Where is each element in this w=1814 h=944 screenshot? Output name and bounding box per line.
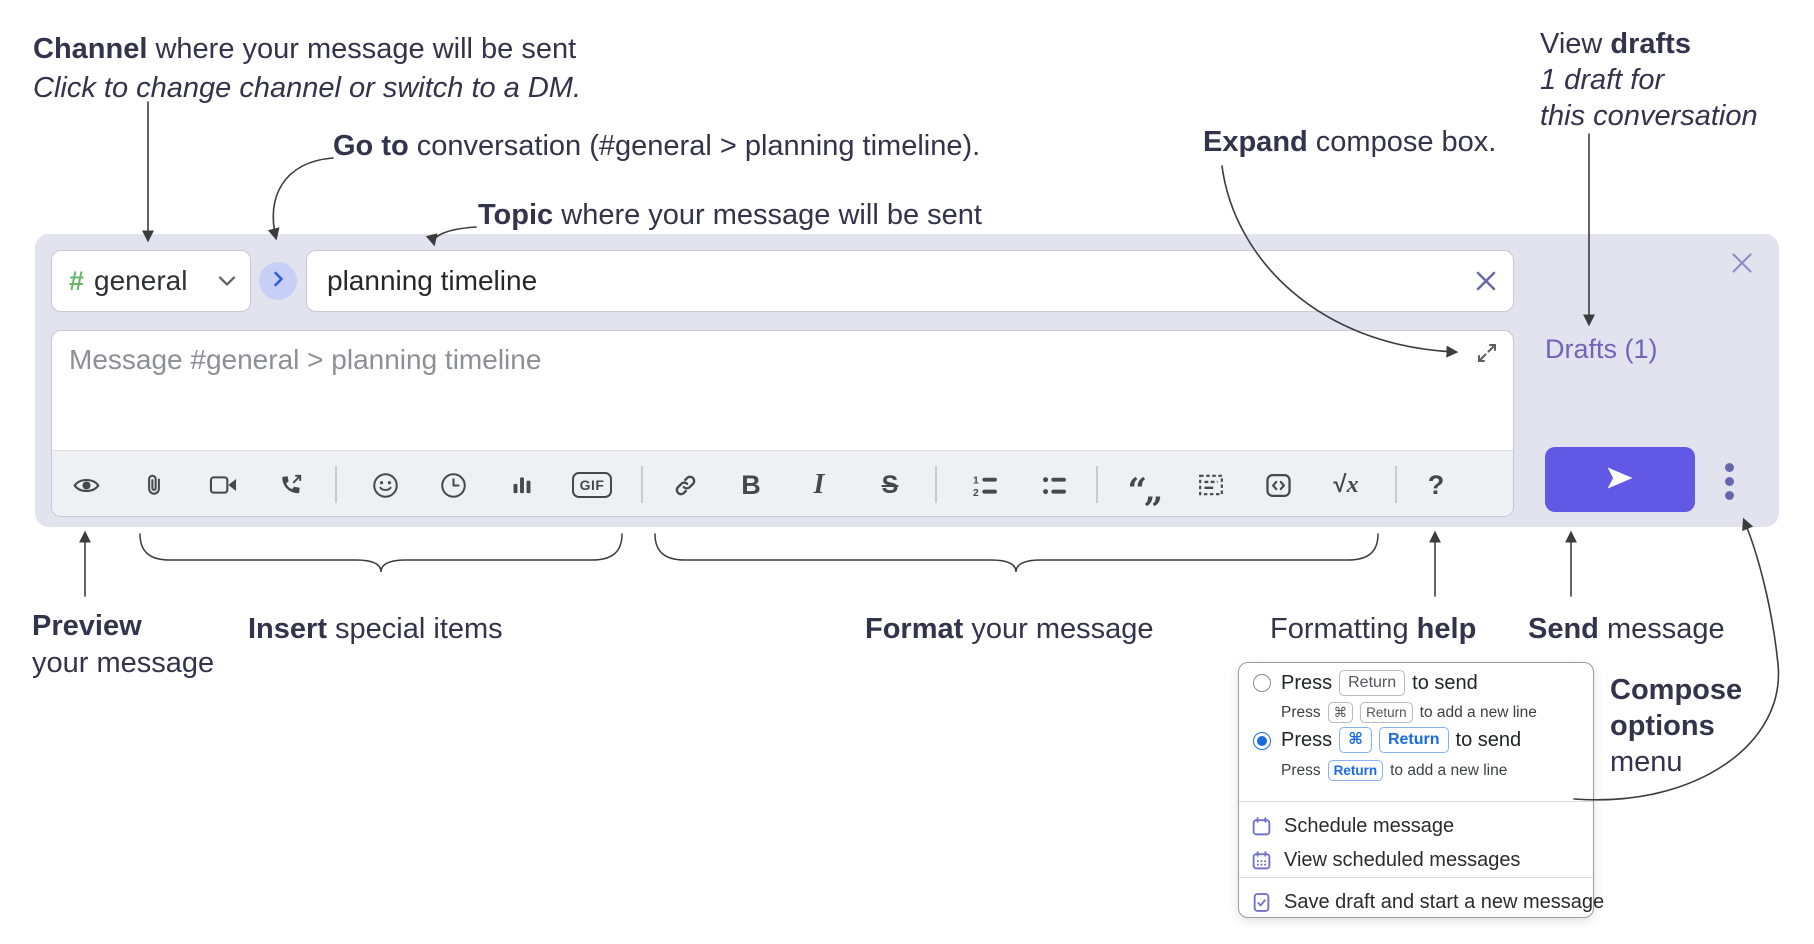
return-keycap: Return: [1339, 670, 1406, 696]
compose-options-popup: Press Return to send Press ⌘ Return to a…: [1238, 662, 1604, 918]
link-icon[interactable]: [662, 462, 708, 508]
send-button[interactable]: [1545, 447, 1695, 512]
topic-annotation: Topic where your message will be sent: [478, 199, 982, 231]
compose-box: # general Drafts (1): [35, 234, 1779, 527]
insert-annotation: Insert special items: [248, 613, 503, 645]
clear-topic-icon[interactable]: [1473, 268, 1499, 294]
strikethrough-icon[interactable]: S: [881, 470, 899, 499]
drafts-annotation: View drafts 1 draft for this conversatio…: [1540, 28, 1758, 132]
topic-input-box: [306, 250, 1514, 312]
svg-text:2: 2: [973, 487, 979, 497]
topic-input[interactable]: [327, 251, 1457, 311]
return-keycap: Return: [1360, 702, 1413, 723]
menu-item-view-scheduled[interactable]: View scheduled messages: [1251, 844, 1520, 876]
expand-annotation: Expand compose box.: [1203, 126, 1497, 158]
add-global-time-icon[interactable]: [430, 462, 476, 508]
spoiler-icon[interactable]: [1188, 462, 1234, 508]
arrow-goto: [267, 157, 334, 241]
option-cmd-enter-sends-sub: Press Return to add a new line: [1281, 760, 1507, 781]
toolbar-separator: [335, 466, 337, 503]
return-keycap: Return: [1378, 727, 1449, 753]
channel-annotation: Channel where your message will be sent …: [33, 30, 581, 108]
radio-cmd-enter-sends[interactable]: [1253, 732, 1271, 750]
bulleted-list-icon[interactable]: [1031, 462, 1077, 508]
add-gif-icon[interactable]: GIF: [569, 462, 615, 508]
drafts-link[interactable]: Drafts (1): [1545, 334, 1658, 364]
channel-annotation-sub: Click to change channel or switch to a D…: [33, 72, 582, 104]
bold-icon[interactable]: B: [741, 469, 761, 500]
message-formatting-help-icon[interactable]: ?: [1427, 469, 1445, 500]
message-input[interactable]: [52, 331, 1513, 449]
option-enter-sends-sub: Press ⌘ Return to add a new line: [1281, 702, 1537, 723]
code-icon[interactable]: [1255, 462, 1301, 508]
menu-item-save-draft[interactable]: Save draft and start a new message: [1251, 886, 1604, 918]
add-poll-icon[interactable]: [499, 462, 545, 508]
cmd-keycap: ⌘: [1339, 727, 1372, 753]
menu-item-schedule-message[interactable]: Schedule message: [1251, 810, 1454, 842]
italic-icon[interactable]: I: [813, 469, 825, 500]
quote-icon[interactable]: “„: [1127, 471, 1163, 511]
send-annotation: Send message: [1528, 613, 1725, 645]
radio-enter-sends[interactable]: [1253, 674, 1271, 692]
cmd-keycap: ⌘: [1327, 702, 1354, 723]
send-icon: [1605, 463, 1635, 496]
close-compose-icon[interactable]: [1729, 250, 1755, 276]
return-keycap: Return: [1327, 760, 1384, 781]
brace-format: [654, 533, 1379, 573]
chevron-down-icon: [218, 275, 236, 287]
compose-options-menu-icon[interactable]: [1718, 457, 1740, 505]
attach-file-icon[interactable]: [131, 462, 177, 508]
toolbar-separator: [1395, 466, 1397, 503]
formatting-help-annotation: Formatting help: [1270, 613, 1477, 645]
calendar-dates-icon: [1251, 850, 1272, 871]
voice-call-icon[interactable]: [268, 462, 314, 508]
video-call-icon[interactable]: [200, 462, 246, 508]
go-to-conversation-button[interactable]: [259, 262, 297, 300]
channel-annotation-bold: Channel: [33, 33, 148, 65]
preview-annotation: Preview your message: [32, 610, 215, 679]
expand-compose-icon[interactable]: [1475, 341, 1499, 365]
option-cmd-enter-sends[interactable]: Press ⌘ Return to send: [1281, 727, 1521, 753]
format-annotation: Format your message: [865, 613, 1154, 645]
popup-divider: [1239, 801, 1593, 802]
svg-text:1: 1: [973, 475, 979, 486]
goto-annotation: Go to conversation (#general > planning …: [333, 130, 981, 162]
channel-hash-icon: #: [69, 265, 85, 296]
compose-options-annotation: Compose options menu: [1610, 674, 1743, 778]
toolbar-separator: [641, 466, 643, 503]
toolbar-separator: [935, 466, 937, 503]
message-compose-area: GIF B I S 12: [51, 330, 1514, 517]
chevron-right-icon: [268, 269, 288, 294]
preview-eye-icon[interactable]: [63, 462, 109, 508]
file-check-icon: [1251, 892, 1272, 913]
calendar-icon: [1251, 816, 1272, 837]
channel-name: general: [94, 265, 188, 296]
math-icon[interactable]: √x: [1333, 471, 1359, 498]
add-emoji-icon[interactable]: [362, 462, 408, 508]
toolbar-separator: [1096, 466, 1098, 503]
popup-divider: [1239, 877, 1593, 878]
channel-selector[interactable]: # general: [51, 250, 251, 312]
option-enter-sends[interactable]: Press Return to send: [1281, 670, 1478, 696]
brace-insert: [139, 533, 623, 573]
channel-annotation-rest: where your message will be sent: [147, 33, 577, 65]
